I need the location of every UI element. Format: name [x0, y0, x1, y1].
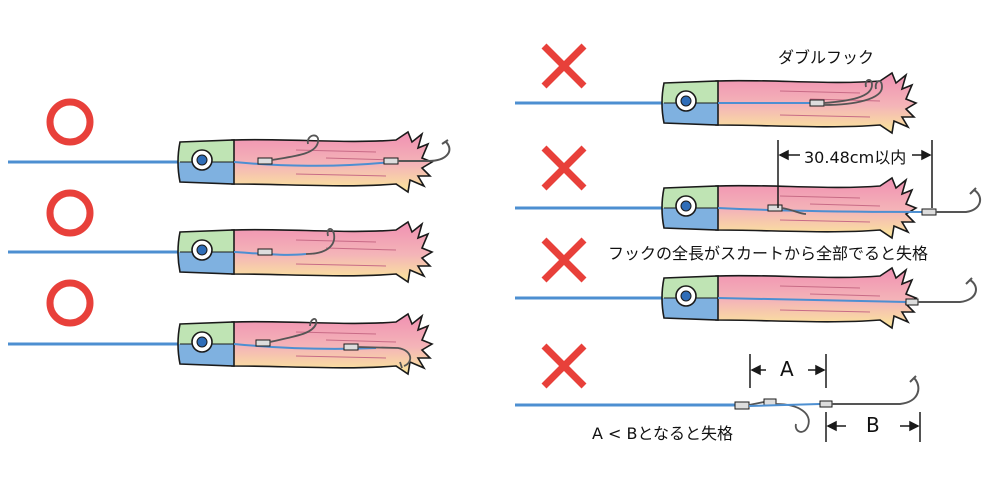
- ng-cross-mark: [541, 145, 587, 191]
- lure-ok-2: [8, 221, 433, 283]
- ng-cross-mark: [541, 343, 587, 389]
- lure-ng-hook-outside: [515, 267, 977, 329]
- ng-cross-mark: [541, 43, 587, 89]
- ok-circle-mark: [46, 98, 94, 146]
- b-dimension: [825, 412, 921, 442]
- ng-cross-mark: [541, 237, 587, 283]
- b-label: B: [866, 413, 880, 437]
- a-lt-b-label: A < Bとなると失格: [592, 424, 734, 443]
- distance-label: 30.48cm以内: [802, 144, 909, 168]
- hook-full-length-label: フックの全長がスカートから全部でると失格: [608, 240, 929, 264]
- distance-dimension: [777, 140, 933, 208]
- ok-circle-mark: [46, 189, 94, 237]
- lure-ng-double-hook: [515, 72, 917, 134]
- ok-circle-mark: [46, 279, 94, 327]
- lure-ng-distance: [515, 177, 982, 239]
- lure-ng-a-lt-b: [515, 375, 920, 433]
- a-label: A: [780, 357, 794, 381]
- lure-ok-3: [8, 313, 433, 375]
- double-hook-label: ダブルフック: [778, 48, 875, 67]
- a-dimension: [749, 354, 827, 388]
- lure-ok-1: [8, 131, 451, 193]
